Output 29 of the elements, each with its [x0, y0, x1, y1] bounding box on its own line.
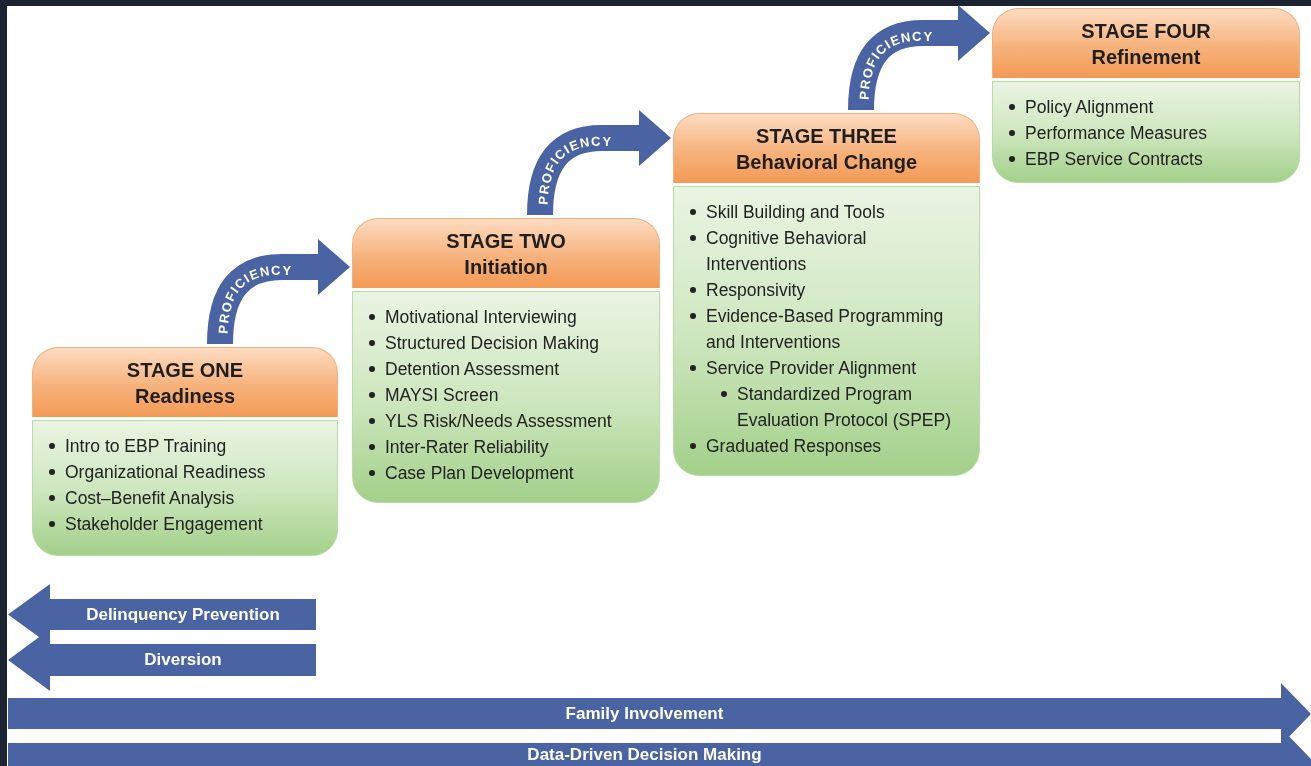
bullet-text: Cognitive Behavioral Interventions [706, 227, 868, 276]
bullet-text: Standardized Program Evaluation Protocol (SPEP) [737, 383, 952, 432]
stage-subtitle: Refinement [1091, 44, 1201, 70]
bullet-text: Cost–Benefit Analysis [65, 487, 235, 510]
bullet-text: Stakeholder Engagement [65, 513, 263, 536]
bullet-text: EBP Service Contracts [1025, 148, 1203, 171]
bullet-text: Service Provider Alignment [706, 357, 917, 380]
bullet-text: Evidence-Based Programming and Interventions [706, 305, 945, 354]
bullet-text: Organizational Readiness [65, 461, 266, 484]
bullet-text: Responsivity [706, 279, 806, 302]
bullet-text: Case Plan Development [385, 462, 574, 485]
bullet-text: YLS Risk/Needs Assessment [385, 410, 612, 433]
bullet-text: Intro to EBP Training [65, 435, 227, 458]
stage-title: STAGE FOUR [1081, 18, 1211, 44]
bullet-text: Inter-Rater Reliability [385, 436, 549, 459]
bullet-text: Structured Decision Making [385, 332, 599, 355]
bullet-text: Graduated Responses [706, 435, 882, 458]
bullet-text: Policy Alignment [1025, 96, 1154, 119]
stage-title: STAGE ONE [126, 357, 244, 383]
bullet-text: Skill Building and Tools [706, 201, 885, 224]
stage-subtitle: Behavioral Change [735, 149, 918, 175]
stage-subtitle: Initiation [464, 254, 548, 280]
stage-title: STAGE THREE [756, 123, 897, 149]
stage-title: STAGE TWO [446, 228, 566, 254]
bullet-text: MAYSI Screen [385, 384, 499, 407]
bullet-text: Detention Assessment [385, 358, 560, 381]
bullet-text: Performance Measures [1025, 122, 1207, 145]
stage-subtitle: Readiness [134, 383, 236, 409]
bullet-text: Motivational Interviewing [385, 306, 577, 329]
